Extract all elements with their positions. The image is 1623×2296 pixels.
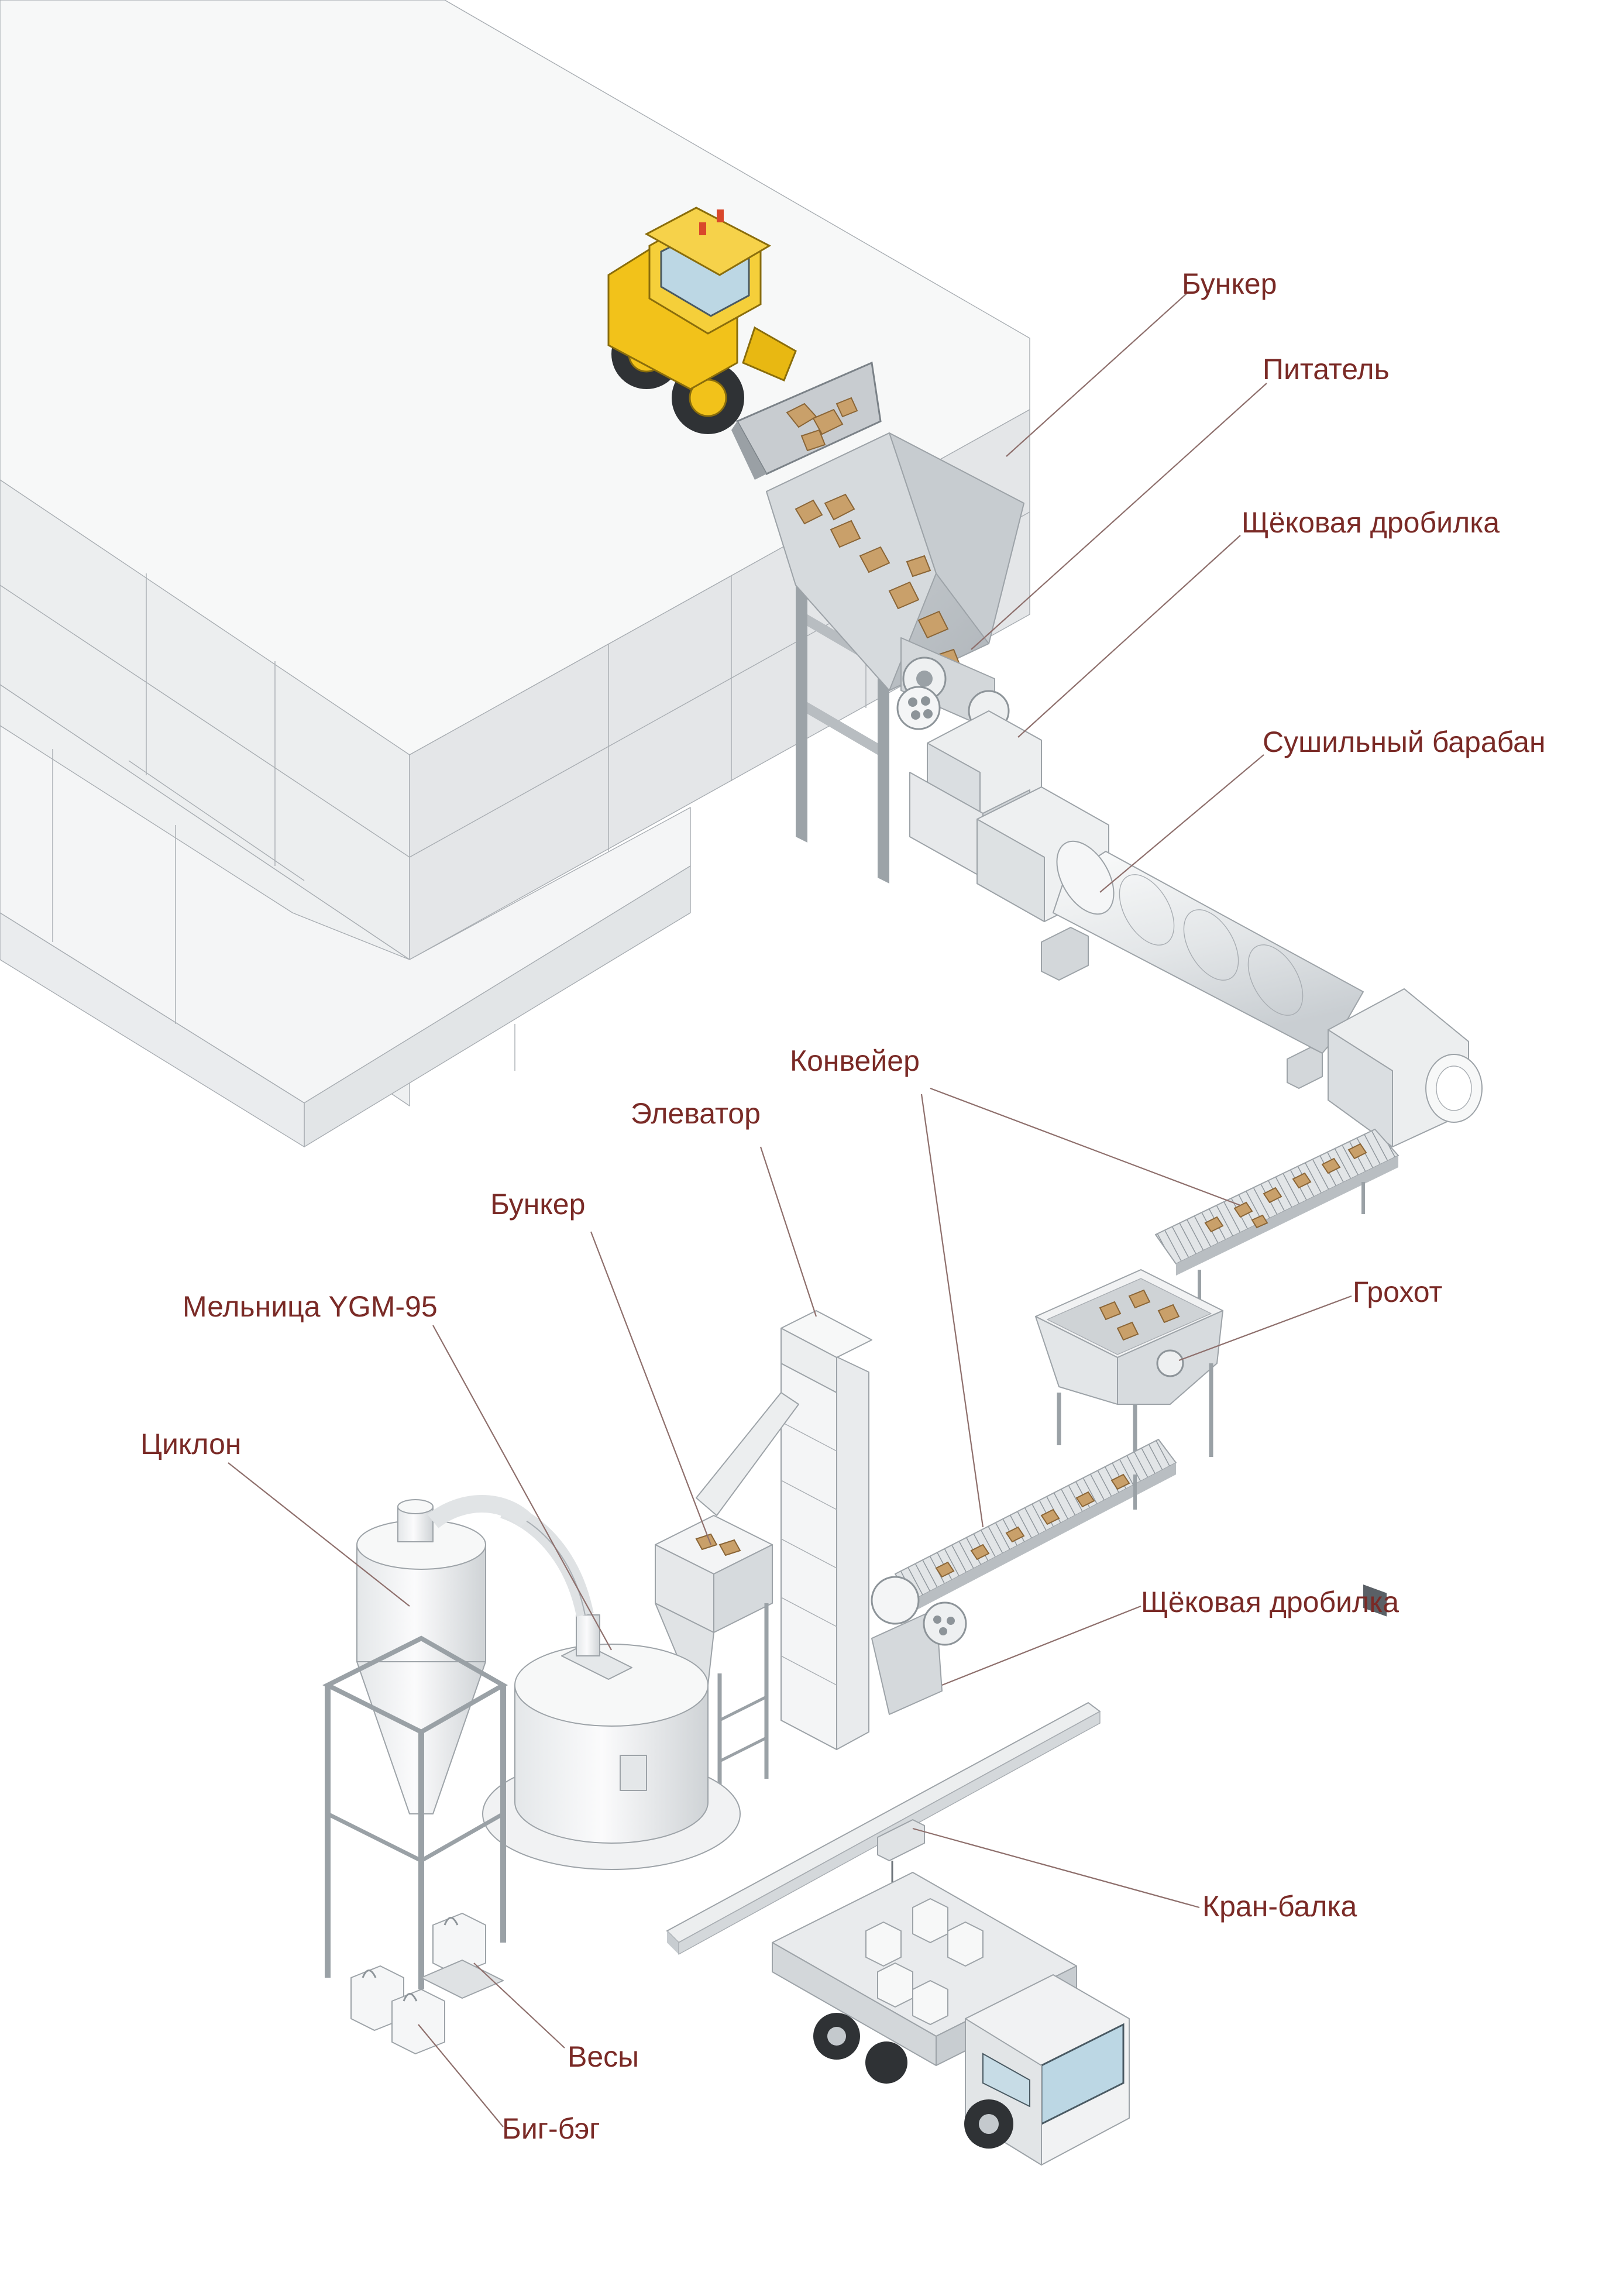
leader-bunker-top: [1006, 292, 1188, 457]
leader-crane-beam: [912, 1827, 1200, 1909]
drying-drum: [976, 786, 1483, 1617]
label-jaw-crusher-bottom: Щёковая дробилка: [1141, 1586, 1399, 1618]
jaw-crusher-bottom: [871, 1576, 967, 1715]
mid-bunker: [655, 1515, 773, 1808]
label-mill: Мельница YGM-95: [183, 1290, 438, 1323]
front-loader: [607, 207, 882, 480]
leader-screen: [1178, 1295, 1352, 1362]
leader-bunker-mid: [590, 1231, 712, 1545]
label-scales: Весы: [568, 2040, 639, 2073]
label-drying-drum: Сушильный барабан: [1263, 726, 1546, 758]
label-screen: Грохот: [1353, 1276, 1442, 1308]
leader-scales: [473, 1962, 565, 2048]
leader-elevator: [759, 1146, 817, 1317]
leader-cyclone: [228, 1462, 410, 1607]
cyclone: [322, 1495, 533, 1989]
leader-conveyor-b: [920, 1094, 984, 1528]
label-jaw-crusher-top: Щёковая дробилка: [1242, 506, 1500, 539]
big-bags: [350, 1965, 445, 2054]
label-cyclone: Циклон: [140, 1428, 242, 1460]
screen: [1035, 1269, 1223, 1463]
elevator: [696, 1310, 872, 1750]
leader-lines: [228, 292, 1352, 2127]
label-bunker-top: Бункер: [1182, 267, 1277, 300]
leader-jaw-crusher-bottom: [941, 1605, 1141, 1686]
leader-feeder: [971, 383, 1267, 650]
labels: Бункер Питатель Щёковая дробилка Сушильн…: [140, 267, 1546, 2145]
leader-conveyor-a: [930, 1087, 1241, 1207]
leader-big-bag: [418, 2024, 504, 2127]
top-bunker: [766, 432, 1024, 884]
label-elevator: Элеватор: [631, 1097, 761, 1130]
label-crane-beam: Кран-балка: [1202, 1890, 1357, 1923]
label-big-bag: Биг-бэг: [502, 2112, 600, 2145]
truck: [772, 1872, 1130, 2166]
label-feeder: Питатель: [1263, 353, 1390, 386]
lower-conveyor: [895, 1439, 1177, 1612]
label-conveyor: Конвейер: [790, 1044, 920, 1077]
upper-conveyor: [1155, 1129, 1399, 1305]
label-bunker-mid: Бункер: [490, 1188, 585, 1221]
scales: [421, 1913, 504, 1999]
leader-drying-drum: [1099, 754, 1264, 893]
leader-mill: [432, 1325, 612, 1651]
leader-jaw-crusher-top: [1017, 535, 1241, 738]
